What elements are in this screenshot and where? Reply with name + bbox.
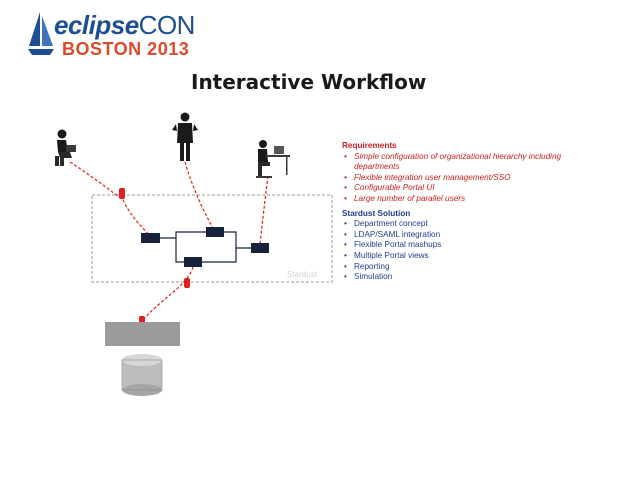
standing-user-icon	[172, 112, 198, 161]
solution-item: Simulation	[342, 272, 604, 283]
desk-user-icon	[256, 140, 290, 178]
activity-box	[251, 243, 269, 253]
connector-marker	[119, 188, 125, 199]
connector-user3	[259, 175, 269, 245]
slide-title: Interactive Workflow	[191, 70, 427, 94]
requirement-item: Configurable Portal UI	[342, 183, 604, 194]
activity-box	[184, 257, 202, 267]
logo-brand-suffix: CON	[138, 10, 196, 40]
connector-marker	[184, 278, 190, 288]
info-panel: Requirements Simple configuration of org…	[342, 141, 604, 283]
server-box	[105, 322, 180, 346]
connector-user2	[184, 161, 214, 229]
solution-item: LDAP/SAML integration	[342, 230, 604, 241]
system-label: Stardust	[287, 270, 318, 279]
database-icon	[121, 354, 163, 396]
activity-box	[141, 233, 160, 243]
solution-item: Department concept	[342, 219, 604, 230]
sailboat-icon	[28, 12, 54, 55]
logo-wordmark: eclipseCON	[54, 10, 195, 41]
connector-user1	[69, 161, 151, 237]
requirements-heading: Requirements	[342, 141, 397, 150]
solution-heading: Stardust Solution	[342, 208, 411, 218]
solution-item: Flexible Portal mashups	[342, 240, 604, 251]
activity-box	[206, 227, 224, 237]
seated-user-icon	[55, 129, 76, 166]
requirement-item: Flexible integration user management/SSO	[342, 173, 604, 184]
system-boundary	[91, 194, 333, 283]
logo-event: BOSTON 2013	[62, 39, 190, 59]
logo-brand-prefix: eclipse	[54, 10, 139, 40]
eclipsecon-logo: eclipseCON BOSTON 2013	[22, 8, 202, 60]
requirement-item: Large number of parallel users	[342, 194, 604, 205]
solution-list: Department concept LDAP/SAML integration…	[342, 219, 604, 283]
connector-server	[144, 266, 194, 319]
solution-item: Reporting	[342, 262, 604, 273]
solution-item: Multiple Portal views	[342, 251, 604, 262]
requirement-item: Simple configuration of organizational h…	[342, 152, 604, 173]
requirements-list: Simple configuration of organizational h…	[342, 152, 604, 205]
